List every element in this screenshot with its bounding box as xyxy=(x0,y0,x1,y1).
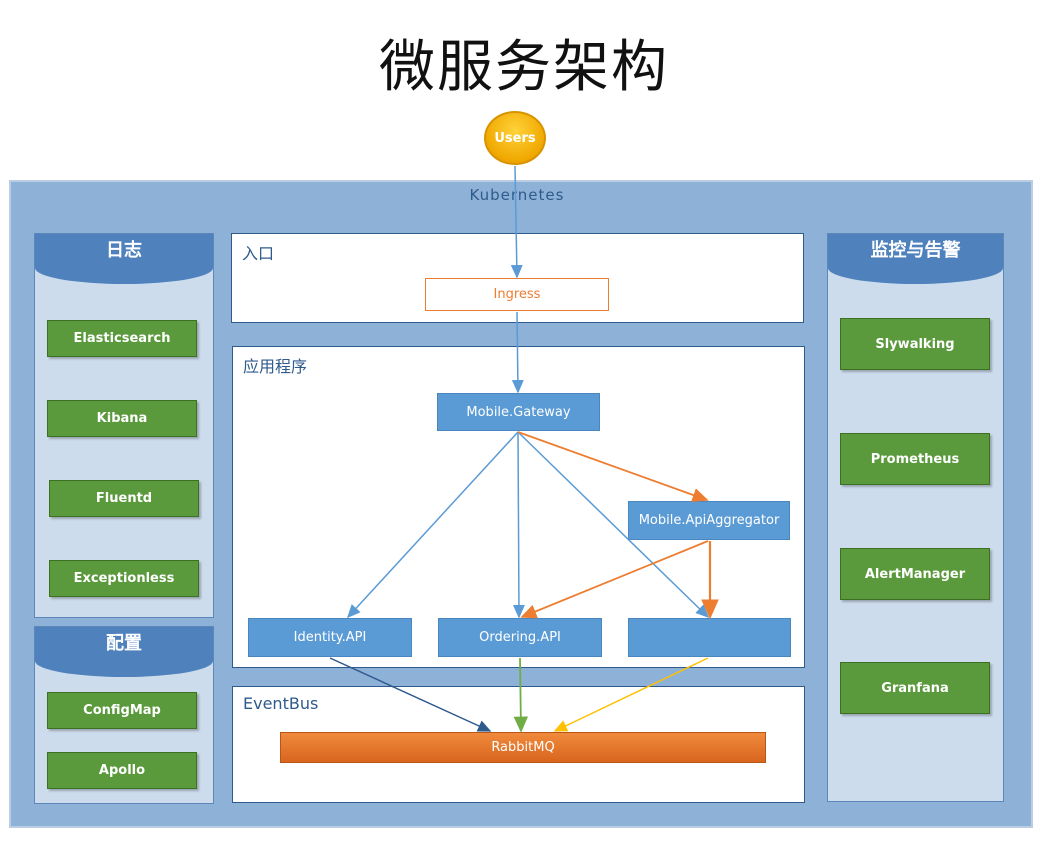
logging-panel-title: 日志 xyxy=(35,234,213,284)
diagram-title: 微服务架构 xyxy=(379,35,669,100)
prometheus-node: Prometheus xyxy=(840,433,990,485)
entry-label: 入口 xyxy=(242,244,275,263)
alertmanager-node: AlertManager xyxy=(840,548,990,600)
identity-api-node: Identity.API xyxy=(248,618,412,657)
mobile-gateway-node: Mobile.Gateway xyxy=(437,393,600,431)
eventbus-label: EventBus xyxy=(243,694,319,713)
ingress-node: Ingress xyxy=(425,278,609,311)
arrow-third-to-rabbitmq xyxy=(553,657,709,732)
users-node: Users xyxy=(484,111,546,165)
arrow-gateway-to-identity xyxy=(346,431,519,619)
elasticsearch-node: Elasticsearch xyxy=(47,320,197,357)
arrow-identity-to-rabbitmq xyxy=(329,657,492,732)
apollo-node: Apollo xyxy=(47,752,197,789)
unlabeled-api-node xyxy=(628,618,791,657)
grafana-node: Granfana xyxy=(840,662,990,714)
mobile-apiaggregator-node: Mobile.ApiAggregator xyxy=(628,501,790,540)
config-panel-title: 配置 xyxy=(35,627,213,677)
arrow-users-to-ingress xyxy=(510,165,523,279)
kibana-node: Kibana xyxy=(47,400,197,437)
kubernetes-label: Kubernetes xyxy=(469,186,565,204)
arrow-aggregator-to-ordering xyxy=(520,540,709,619)
configmap-node: ConfigMap xyxy=(47,692,197,729)
arrow-ordering-to-rabbitmq xyxy=(513,657,529,733)
skywalking-node: Slywalking xyxy=(840,318,990,370)
ordering-api-node: Ordering.API xyxy=(438,618,602,657)
monitoring-panel-title: 监控与告警 xyxy=(828,234,1003,284)
exceptionless-node: Exceptionless xyxy=(49,560,199,597)
arrow-ingress-to-gateway xyxy=(511,311,524,394)
application-label: 应用程序 xyxy=(243,357,308,376)
arrow-gateway-to-third xyxy=(517,431,710,619)
arrow-gateway-to-aggregator xyxy=(517,431,709,502)
fluentd-node: Fluentd xyxy=(49,480,199,517)
arrow-gateway-to-ordering xyxy=(512,431,525,619)
